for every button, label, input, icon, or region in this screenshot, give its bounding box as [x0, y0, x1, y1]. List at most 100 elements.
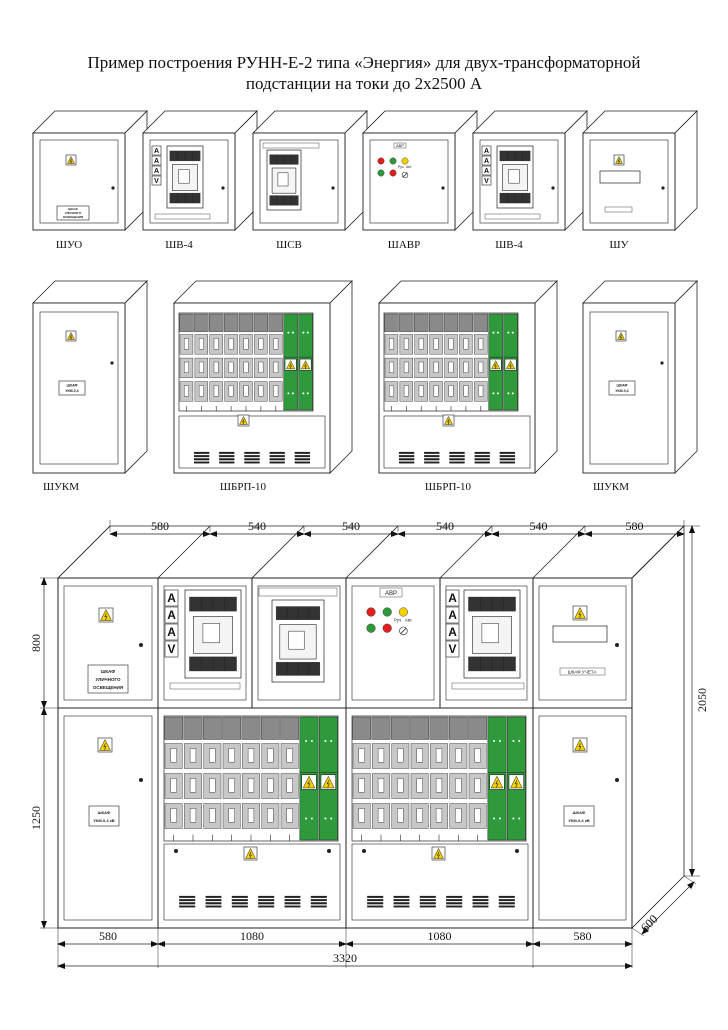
ammeter-icon: A — [448, 608, 457, 622]
warning-sign-icon — [320, 774, 336, 790]
meter-cabinet-plate — [559, 667, 606, 676]
ukm-plate-text: УКМ-0,4 кВ — [93, 818, 114, 823]
warning-sign-icon — [299, 358, 312, 371]
street-lighting-plate-text: ШКАФ — [68, 207, 78, 211]
door-handle-icon — [661, 186, 665, 190]
ukm-plate-text: ШКАФ — [66, 384, 77, 388]
lower-module-brp-1 — [163, 715, 341, 921]
warning-sign-icon — [65, 154, 77, 166]
cabinet-door — [369, 139, 449, 224]
ukm-plate-text: УКМ-0,4 — [615, 389, 628, 393]
circuit-breaker-icon — [166, 145, 204, 209]
cabinet-side — [329, 280, 353, 474]
voltmeter-icon: V — [449, 642, 457, 656]
dim-top-1: 580 — [151, 519, 169, 533]
ventilation-grilles — [179, 895, 327, 908]
warning-sign-icon — [572, 605, 588, 621]
ammeter-icon: A — [154, 158, 159, 165]
dim-top-4: 540 — [436, 519, 454, 533]
circuit-breaker-icon — [496, 145, 534, 209]
fuse-disconnector-grid — [163, 715, 339, 842]
upper-module-4: АВР Руч.Авт. — [351, 585, 435, 701]
ukm-plate-text: ШКАФ — [616, 384, 627, 388]
door-handle-icon — [221, 186, 225, 190]
fuse-disconnector-grid — [351, 715, 527, 842]
fuse-disconnector-grid — [178, 312, 314, 412]
street-lighting-plate-text: УЛИЧНОГО — [65, 211, 82, 215]
bolt-icon — [515, 849, 519, 853]
ammeter-icon: A — [484, 158, 489, 165]
manual-label: Руч. — [394, 617, 402, 622]
row1-label-6: ШУ — [610, 239, 629, 251]
row2-label-ukm: ШУКМ — [43, 481, 79, 493]
warning-sign-icon — [97, 737, 113, 753]
meter-window — [552, 625, 608, 643]
dim-total-width: 3320 — [333, 951, 357, 965]
avr-controls: Руч.Авт. — [366, 607, 413, 636]
warning-sign-icon — [301, 774, 317, 790]
dim-top-5: 540 — [530, 519, 548, 533]
circuit-breaker-icon — [463, 589, 521, 679]
upper-module-6: ШКАФ УЧЕТА — [538, 585, 627, 701]
auto-label: Авт. — [405, 617, 413, 622]
green-lamp-icon — [389, 157, 397, 165]
street-lighting-plate-text: ШКАФ — [101, 669, 115, 674]
ukm-plate-text: УКМ-0,4 кВ — [568, 818, 589, 823]
ammeter-icon: A — [448, 591, 457, 605]
bolt-icon — [327, 849, 331, 853]
red-lamp-icon — [382, 623, 392, 633]
row2-label-brp: ШБРП-10 — [425, 481, 472, 493]
row1-label-5: ШВ-4 — [495, 239, 523, 251]
cabinet-side — [534, 280, 558, 474]
upper-module-3 — [257, 585, 341, 701]
measuring-transformers-plate — [484, 213, 541, 220]
door-handle-icon — [110, 361, 114, 365]
avr-label: АВР — [385, 591, 397, 597]
yellow-lamp-icon — [398, 607, 408, 617]
cabinet-side — [674, 280, 698, 474]
warning-sign-icon — [442, 414, 455, 427]
warning-sign-icon — [489, 774, 505, 790]
door-handle-icon — [660, 361, 664, 365]
meter-cabinet-plate — [604, 206, 633, 213]
module-door — [351, 585, 435, 701]
fuse-disconnector-grid — [383, 312, 519, 412]
warning-sign-icon — [65, 330, 77, 342]
cabinet-row1-6 — [582, 110, 698, 231]
avr-plate — [379, 587, 403, 598]
measuring-transformers-plate — [169, 682, 241, 690]
door-handle-icon — [111, 186, 115, 190]
door-handle-icon — [139, 778, 143, 782]
voltmeter-icon: V — [168, 642, 176, 656]
dim-height-upper: 800 — [29, 634, 43, 652]
green-lamp-icon — [377, 169, 385, 177]
dim-bottom-1: 580 — [99, 929, 117, 943]
row1-label-4: ШАВР — [388, 239, 421, 251]
sectional-disconnector-plate — [262, 142, 320, 149]
ammeter-icon: A — [167, 625, 176, 639]
street-lighting-plate-text: УЛИЧНОГО — [96, 677, 121, 682]
title-line-2: подстанции на токи до 2х2500 А — [245, 74, 483, 93]
measuring-transformers-plate — [451, 682, 525, 690]
door-handle-icon — [139, 643, 143, 647]
ventilation-grilles — [398, 451, 516, 464]
avr-label: АВР — [396, 143, 404, 148]
dim-top-3: 540 — [342, 519, 360, 533]
warning-sign-icon — [508, 774, 524, 790]
street-lighting-plate-text: ОСВЕЩЕНИЯ — [93, 685, 123, 690]
voltmeter-icon: V — [484, 178, 489, 185]
circuit-breaker-icon — [184, 589, 242, 679]
